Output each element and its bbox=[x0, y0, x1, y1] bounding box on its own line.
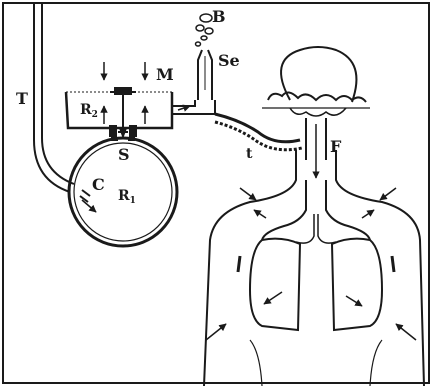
label-r1-main: R bbox=[118, 188, 130, 204]
left-lung bbox=[250, 239, 300, 330]
label-m: M bbox=[156, 65, 174, 84]
human-figure bbox=[204, 47, 424, 386]
label-r2-sub: 2 bbox=[92, 110, 98, 120]
chimney-se bbox=[198, 50, 212, 100]
nasal-cavity bbox=[268, 92, 366, 102]
label-b: B bbox=[212, 7, 226, 26]
label-f: F bbox=[330, 137, 342, 156]
valve-c-marks bbox=[80, 190, 90, 202]
right-lung bbox=[332, 239, 382, 330]
bubbles-b bbox=[196, 14, 214, 46]
label-r1-sub: 1 bbox=[130, 196, 136, 206]
label-t: T bbox=[16, 89, 28, 108]
trachea-right bbox=[326, 180, 370, 240]
arrows-r2-up bbox=[104, 106, 145, 124]
label-c: C bbox=[92, 175, 105, 194]
trachea-left bbox=[262, 180, 306, 240]
label-r1: R1 bbox=[118, 188, 136, 206]
left-body-outline bbox=[204, 150, 296, 386]
label-t-small: t bbox=[246, 146, 253, 162]
label-se: Se bbox=[218, 51, 240, 70]
tube-small-t bbox=[215, 114, 302, 150]
arrow-c bbox=[82, 200, 96, 212]
label-r2: R2 bbox=[80, 102, 98, 120]
arrows-m-down bbox=[104, 62, 145, 80]
label-s: S bbox=[118, 145, 130, 164]
outlet-pipe bbox=[172, 100, 215, 114]
tube-t bbox=[34, 4, 74, 192]
label-r2-main: R bbox=[80, 102, 92, 118]
